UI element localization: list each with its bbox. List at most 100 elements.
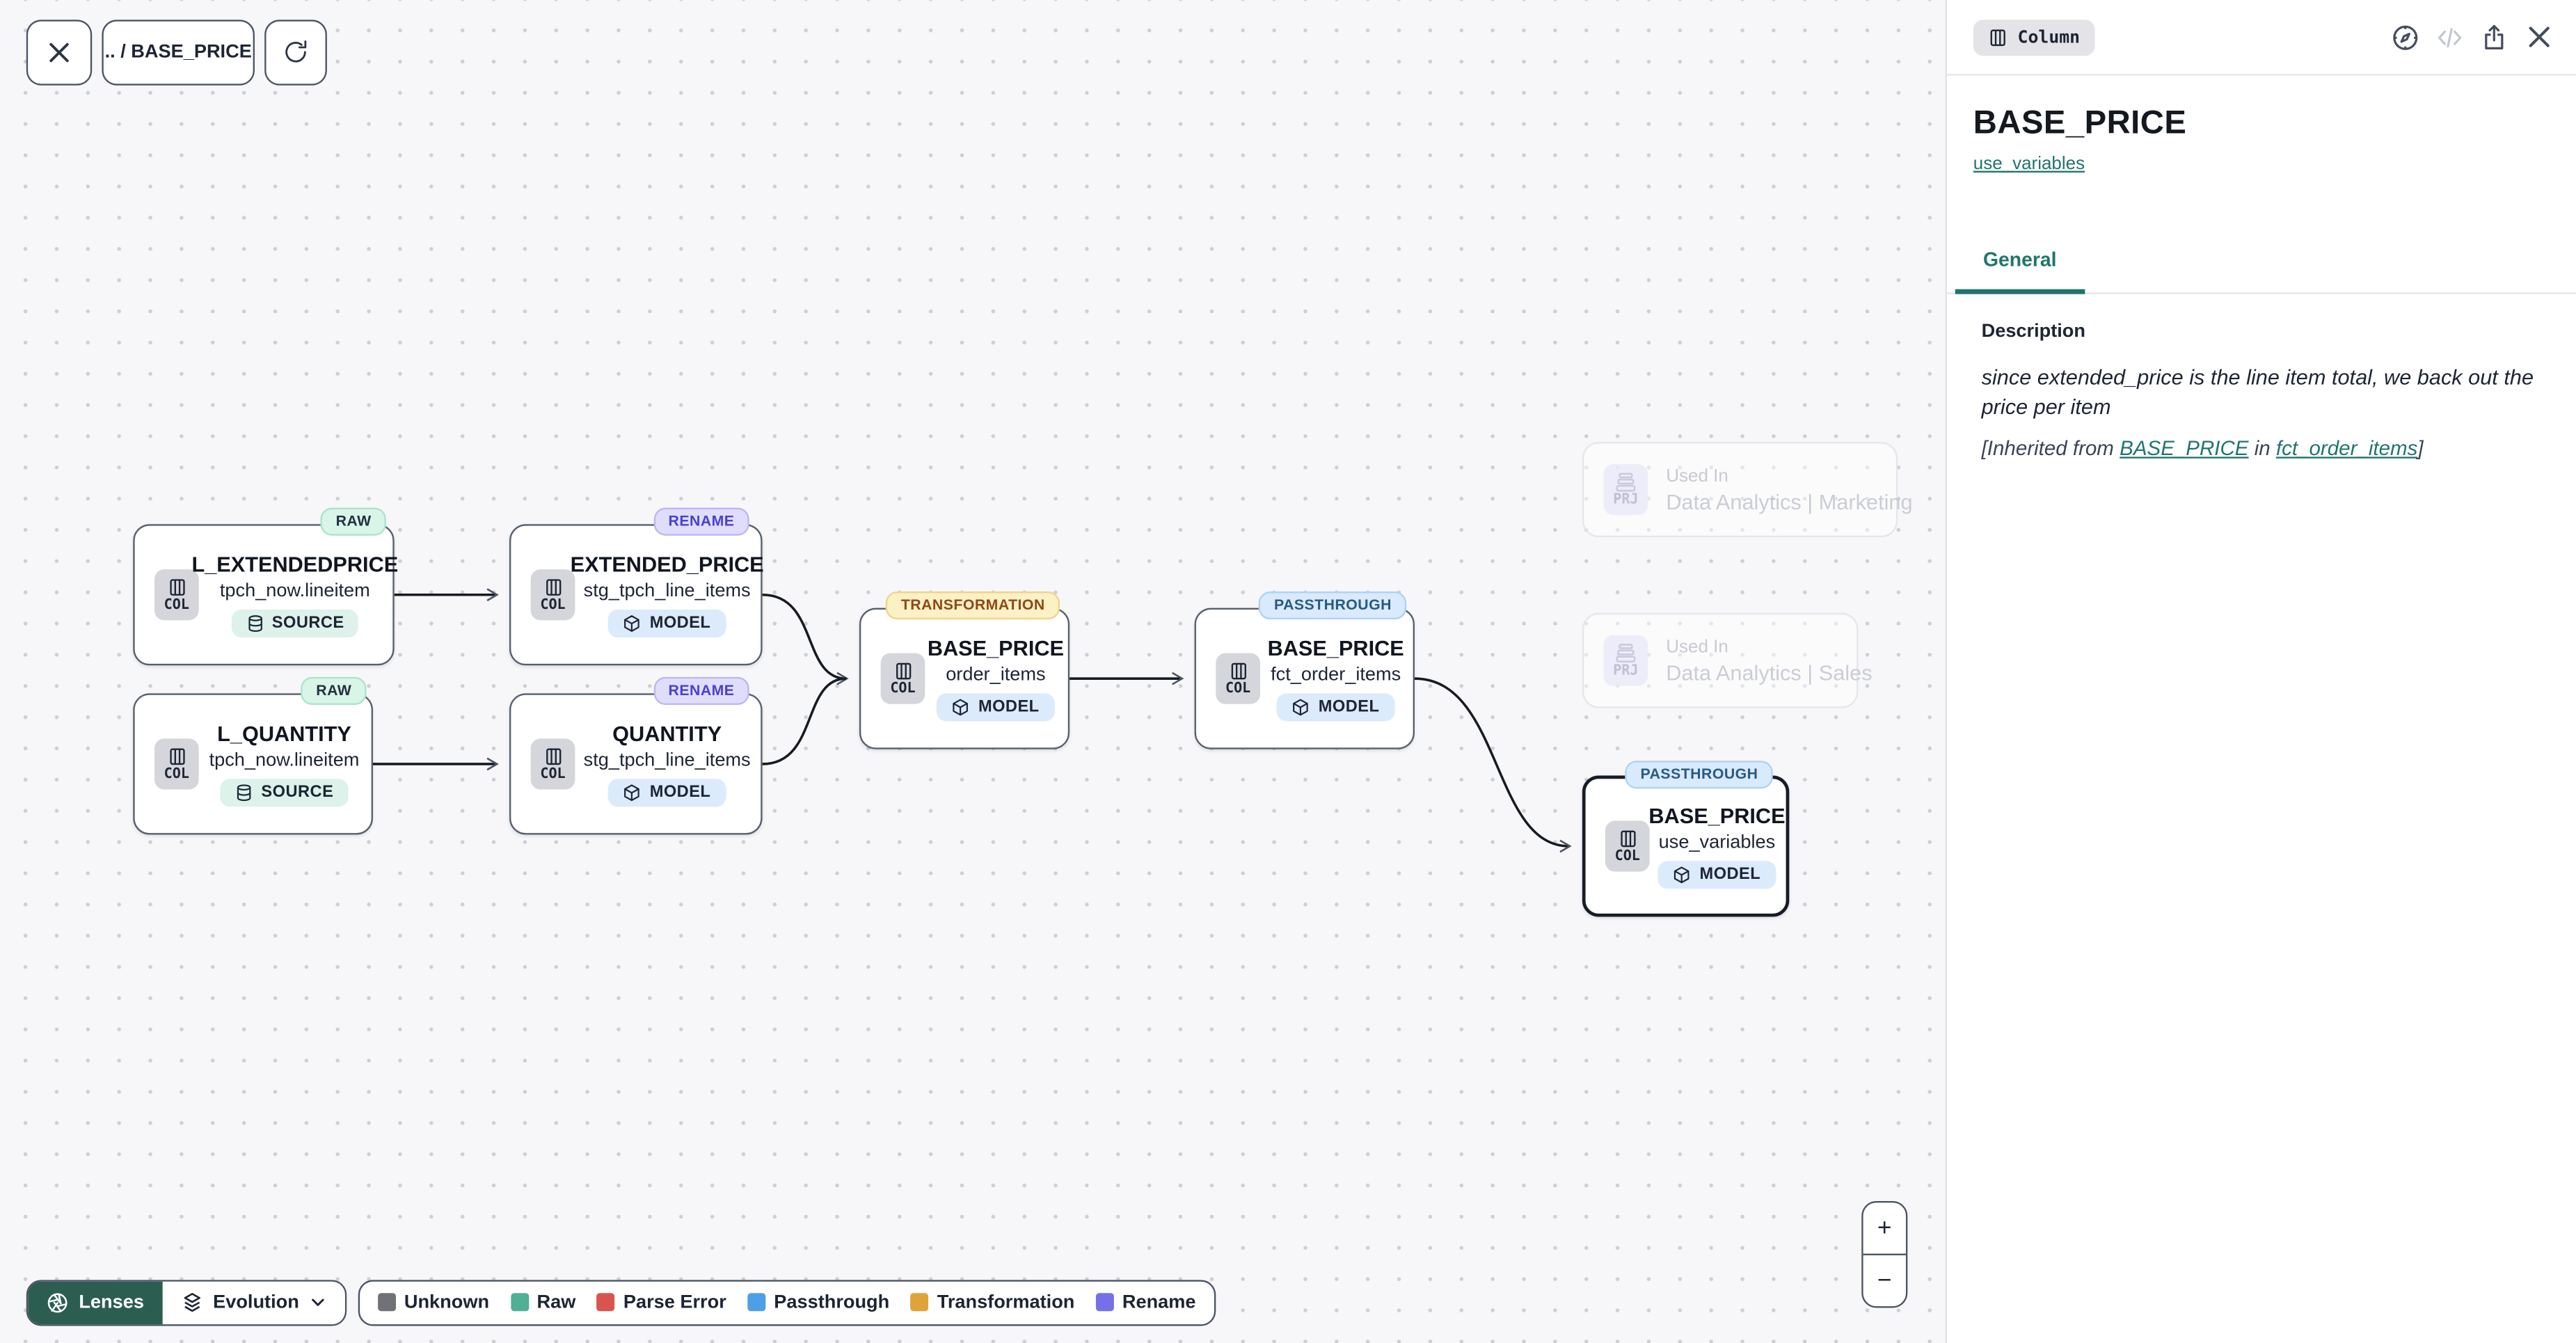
lens-select-evolution[interactable]: Evolution [161, 1280, 345, 1324]
legend-item: Unknown [378, 1292, 489, 1312]
column-chip: COL [530, 569, 575, 621]
columns-icon [545, 747, 561, 765]
lens-badge: RAW [321, 507, 386, 536]
node-base-price-fct-order-items[interactable]: PASSTHROUGH COL BASE_PRICE fct_order_ite… [1194, 591, 1415, 749]
legend-label: Transformation [937, 1292, 1075, 1312]
refresh-button[interactable] [264, 19, 327, 86]
description-label: Description [1981, 321, 2085, 342]
inherited-mid: in [2248, 437, 2276, 461]
columns-icon [169, 747, 184, 765]
columns-icon [1230, 662, 1246, 679]
close-panel-button[interactable] [2524, 22, 2554, 52]
node-title: BASE_PRICE [1267, 635, 1404, 661]
columns-icon [545, 578, 561, 596]
ghost-project-name: Data Analytics | Sales [1666, 660, 1873, 685]
ghost-used-in-label: Used In [1666, 466, 1728, 486]
legend-swatch [1096, 1293, 1115, 1312]
column-chip: COL [1605, 820, 1650, 872]
node-kind-label: MODEL [978, 698, 1040, 717]
description-inherited: [Inherited from BASE_PRICE in fct_order_… [1982, 437, 2541, 460]
legend-label: Rename [1122, 1292, 1196, 1312]
project-chip-label: PRJ [1613, 662, 1639, 679]
node-model-name: use_variables [1658, 833, 1776, 853]
lenses-button[interactable]: Lenses [28, 1280, 162, 1324]
columns-icon [895, 662, 911, 679]
node-model-name: fct_order_items [1271, 665, 1401, 685]
columns-icon [1620, 829, 1635, 847]
node-model-name: stg_tpch_line_items [583, 751, 751, 771]
lens-badge: RENAME [653, 676, 749, 705]
node-kind-pill: MODEL [608, 610, 726, 638]
lineage-canvas[interactable]: .. / BASE_PRICE PRJ Used In Data Analyti… [0, 0, 1946, 1343]
model-link[interactable]: use_variables [1973, 154, 2085, 175]
model-cube-icon [1674, 866, 1690, 884]
node-kind-label: MODEL [649, 784, 711, 802]
inherited-column-link[interactable]: BASE_PRICE [2120, 437, 2249, 461]
column-chip-label: COL [540, 765, 566, 783]
node-kind-label: SOURCE [261, 784, 334, 802]
lenses-control: Lenses Evolution [26, 1279, 347, 1326]
node-l-extendedprice[interactable]: RAW COL L_EXTENDEDPRICE tpch_now.lineite… [133, 507, 398, 666]
lens-badge: RAW [301, 676, 367, 705]
node-extended-price[interactable]: RENAME COL EXTENDED_PRICE stg_tpch_line_… [509, 507, 764, 666]
lens-badge: RENAME [653, 507, 749, 536]
panel-title: BASE_PRICE [1973, 105, 2187, 142]
aperture-icon [47, 1292, 67, 1312]
lens-legend: Unknown Raw Parse Error Passthrough Tran… [358, 1279, 1216, 1326]
explore-button[interactable] [2391, 22, 2421, 52]
share-icon [2485, 24, 2504, 49]
legend-swatch [378, 1293, 397, 1312]
column-chip: COL [880, 653, 925, 704]
node-model-name: order_items [946, 665, 1046, 685]
tab-general[interactable]: General [1955, 230, 2085, 294]
ghost-node-marketing[interactable]: PRJ Used In Data Analytics | Marketing [1582, 442, 1913, 538]
panel-tabs: General [1947, 230, 2576, 294]
column-chip: COL [530, 738, 575, 790]
node-kind-pill: MODEL [608, 779, 726, 807]
node-base-price-use-variables[interactable]: PASSTHROUGH COL BASE_PRICE use_variables… [1582, 761, 1790, 917]
ghost-project-name: Data Analytics | Marketing [1666, 488, 1913, 514]
layers-icon [183, 1292, 200, 1311]
node-title: EXTENDED_PRICE [570, 552, 764, 577]
legend-label: Passthrough [774, 1292, 890, 1312]
zoom-in-button[interactable]: + [1863, 1202, 1906, 1255]
zoom-out-button[interactable]: − [1877, 1266, 1892, 1294]
legend-swatch [510, 1293, 529, 1312]
node-l-quantity[interactable]: RAW COL L_QUANTITY tpch_now.lineitem SOU… [133, 676, 373, 835]
ghost-node-sales[interactable]: PRJ Used In Data Analytics | Sales [1582, 612, 1873, 708]
database-icon [237, 784, 251, 802]
breadcrumb[interactable]: .. / BASE_PRICE [102, 19, 255, 86]
node-title: L_QUANTITY [217, 721, 351, 746]
legend-item: Parse Error [597, 1292, 726, 1312]
legend-swatch [910, 1293, 929, 1312]
node-kind-pill: MODEL [937, 693, 1054, 722]
node-model-name: stg_tpch_line_items [583, 581, 751, 602]
column-chip-label: COL [540, 596, 566, 614]
node-kind-pill: SOURCE [220, 779, 349, 807]
legend-item: Raw [510, 1292, 575, 1312]
node-quantity[interactable]: RENAME COL QUANTITY stg_tpch_line_items … [509, 676, 763, 835]
legend-label: Unknown [404, 1292, 490, 1312]
model-cube-icon [953, 699, 969, 716]
legend-item: Transformation [910, 1292, 1075, 1312]
description-text: since extended_price is the line item to… [1981, 365, 2534, 419]
inherited-model-link[interactable]: fct_order_items [2275, 437, 2418, 461]
node-kind-label: MODEL [649, 614, 711, 633]
chevron-down-icon [312, 1298, 324, 1306]
close-icon [49, 42, 69, 63]
ghost-used-in-label: Used In [1666, 636, 1728, 657]
column-chip: COL [154, 569, 199, 621]
breadcrumb-label: .. / BASE_PRICE [104, 42, 252, 63]
node-base-price-order-items[interactable]: TRANSFORMATION COL BASE_PRICE order_item… [859, 591, 1070, 749]
close-lineage-button[interactable] [26, 19, 93, 86]
column-chip-label: COL [1225, 681, 1251, 697]
columns-icon [1990, 29, 2005, 45]
refresh-icon [285, 40, 307, 63]
details-panel-header: Column [1947, 0, 2576, 76]
legend-item: Passthrough [747, 1292, 889, 1312]
node-kind-label: SOURCE [271, 614, 344, 633]
project-icon [1616, 643, 1636, 662]
project-chip: PRJ [1603, 635, 1648, 686]
view-code-button[interactable] [2435, 22, 2465, 52]
share-button[interactable] [2479, 22, 2509, 52]
